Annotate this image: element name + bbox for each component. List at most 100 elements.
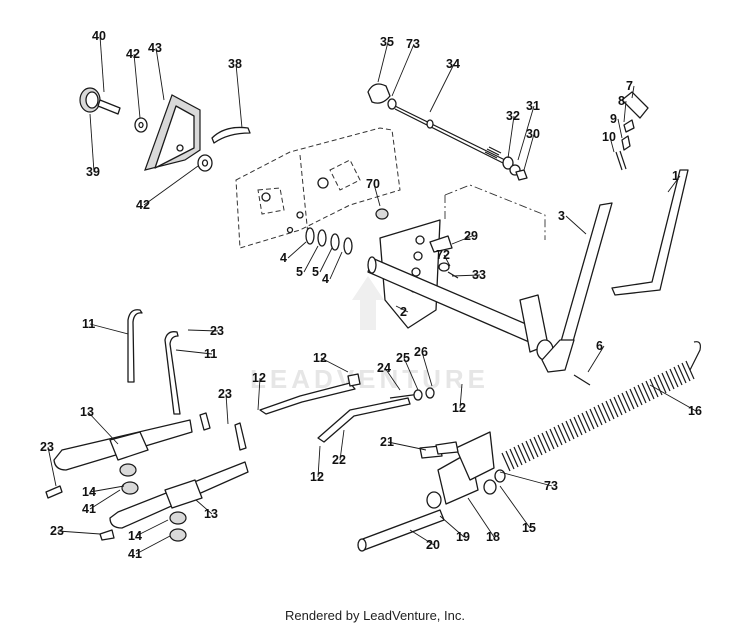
callout-leader-34 (429, 63, 455, 113)
callout-leader-9 (617, 118, 623, 139)
callout-40: 40 (92, 29, 106, 43)
callout-4: 4 (280, 251, 287, 265)
lift-rod (611, 169, 689, 296)
callout-26: 26 (414, 345, 428, 359)
callout-leader-1 (667, 175, 681, 193)
callout-leader-16 (649, 384, 697, 412)
callout-38: 38 (228, 57, 242, 71)
callout-25: 25 (396, 351, 410, 365)
callout-73: 73 (406, 37, 420, 51)
callout-leader-35 (377, 41, 389, 83)
callout-leader-5 (319, 247, 333, 273)
guide-line (444, 184, 546, 240)
callout-leader-70 (373, 183, 381, 207)
callout-13: 13 (204, 507, 218, 521)
callout-34: 34 (446, 57, 460, 71)
callout-leader-23 (57, 530, 101, 535)
callout-22: 22 (332, 453, 346, 467)
callout-23: 23 (40, 440, 54, 454)
callout-leader-21 (387, 441, 427, 451)
callout-24: 24 (377, 361, 391, 375)
callout-leader-33 (451, 274, 481, 277)
callout-leader-72 (443, 254, 451, 267)
callout-leader-14 (135, 519, 169, 537)
pins-and-nuts (45, 412, 247, 542)
callout-leader-23 (225, 393, 229, 425)
callout-leader-5 (303, 245, 319, 273)
callout-2: 2 (400, 305, 407, 319)
callout-leader-4 (287, 241, 307, 259)
callout-leader-18 (467, 497, 495, 538)
callout-23: 23 (210, 324, 224, 338)
callout-leader-32 (507, 115, 515, 159)
lift-shaft (367, 219, 554, 361)
callout-43: 43 (148, 41, 162, 55)
callout-35: 35 (380, 35, 394, 49)
callout-72: 72 (436, 248, 450, 262)
callout-32: 32 (506, 109, 520, 123)
callout-leader-30 (523, 133, 535, 171)
callout-11: 11 (204, 347, 217, 361)
bushing-70 (375, 208, 389, 220)
lift-link-lower (109, 461, 249, 529)
hair-clip (211, 126, 251, 144)
callout-33: 33 (472, 268, 486, 282)
callout-leader-8 (623, 100, 627, 123)
callout-12: 12 (452, 401, 466, 415)
callout-13: 13 (80, 405, 94, 419)
handle-cover (144, 94, 201, 171)
callout-19: 19 (456, 530, 470, 544)
callout-leader-23 (47, 446, 57, 487)
callout-39: 39 (86, 165, 100, 179)
callout-leader-38 (235, 63, 243, 129)
callout-12: 12 (313, 351, 327, 365)
callout-20: 20 (426, 538, 440, 552)
callout-9: 9 (610, 112, 617, 126)
hanger-bolts (127, 309, 181, 415)
callout-leader-13 (87, 411, 119, 445)
callout-leader-2 (395, 305, 409, 313)
callout-14: 14 (82, 485, 96, 499)
callout-leader-19 (439, 515, 465, 538)
callout-7: 7 (626, 79, 633, 93)
callout-leader-41 (135, 535, 171, 555)
callout-15: 15 (522, 521, 536, 535)
callout-leader-3 (565, 215, 587, 235)
callout-leader-7 (631, 85, 635, 99)
callout-21: 21 (380, 435, 394, 449)
callout-leader-41 (89, 489, 121, 510)
callout-leader-23 (187, 329, 219, 332)
footer-credit: Rendered by LeadVenture, Inc. (285, 608, 465, 623)
callout-42: 42 (126, 47, 140, 61)
callout-leader-43 (155, 47, 165, 101)
frame-bracket (235, 127, 401, 249)
callout-5: 5 (312, 265, 319, 279)
callout-1: 1 (672, 169, 679, 183)
callout-41: 41 (82, 502, 96, 516)
callout-6: 6 (596, 339, 603, 353)
callout-14: 14 (128, 529, 142, 543)
callout-leader-73 (499, 471, 553, 487)
callout-leader-39 (89, 113, 95, 173)
grease-fitting (429, 235, 459, 279)
callout-leader-31 (517, 105, 535, 161)
callout-23: 23 (218, 387, 232, 401)
callout-leader-12 (320, 357, 349, 373)
spacer-washers (305, 227, 353, 255)
callout-70: 70 (366, 177, 380, 191)
callout-4: 4 (322, 272, 329, 286)
callout-leader-24 (384, 367, 401, 391)
callout-23: 23 (50, 524, 64, 538)
watermark: LEADVENTURE (250, 276, 485, 394)
callout-leader-42 (143, 165, 199, 206)
callout-12: 12 (310, 470, 324, 484)
washer-42-upper (134, 117, 148, 133)
callout-leader-15 (499, 485, 531, 529)
callout-leader-14 (89, 485, 125, 493)
callout-8: 8 (618, 94, 625, 108)
callout-leader-20 (409, 529, 435, 546)
lift-link-upper (53, 419, 193, 471)
callout-leader-73 (391, 43, 415, 97)
